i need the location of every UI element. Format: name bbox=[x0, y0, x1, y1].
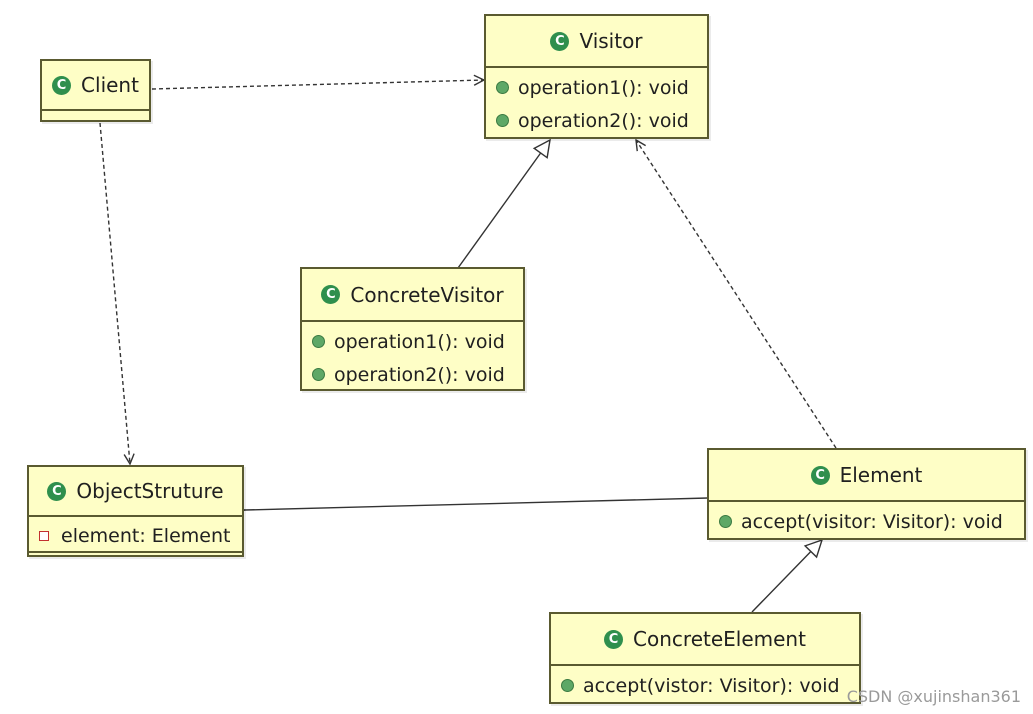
method-row: accept(visitor: Visitor): void bbox=[709, 505, 1024, 538]
visitor-class[interactable]: C Visitor operation1(): void operation2(… bbox=[484, 14, 709, 139]
concretevisitor-visitor-generalization bbox=[457, 138, 551, 269]
method-row: accept(vistor: Visitor): void bbox=[551, 669, 859, 702]
class-icon: C bbox=[810, 465, 830, 485]
class-icon: C bbox=[321, 285, 341, 304]
field-signature: element: Element bbox=[61, 524, 231, 547]
method-row: operation1(): void bbox=[486, 71, 707, 104]
method-signature: operation1(): void bbox=[518, 76, 689, 99]
object-structure-class[interactable]: C ObjectStruture element: Element bbox=[27, 465, 244, 557]
method-row: operation2(): void bbox=[302, 358, 523, 391]
visitor-class-header: C Visitor bbox=[486, 16, 707, 68]
method-row: operation1(): void bbox=[302, 325, 523, 358]
object-structure-methods-compartment bbox=[29, 551, 242, 555]
element-class[interactable]: C Element accept(visitor: Visitor): void bbox=[707, 448, 1026, 540]
public-method-icon bbox=[312, 335, 325, 348]
visitor-class-name: Visitor bbox=[579, 29, 643, 53]
public-method-icon bbox=[312, 368, 325, 381]
concrete-visitor-class-header: C ConcreteVisitor bbox=[302, 269, 523, 322]
field-row: element: Element bbox=[29, 519, 242, 552]
class-icon: C bbox=[550, 31, 570, 51]
class-icon: C bbox=[52, 75, 72, 95]
method-signature: operation2(): void bbox=[518, 109, 689, 132]
client-objectstructure-dependency bbox=[99, 122, 130, 464]
public-method-icon bbox=[719, 515, 732, 528]
visitor-methods: operation1(): void operation2(): void bbox=[486, 68, 707, 137]
public-method-icon bbox=[496, 114, 509, 127]
client-class-name: Client bbox=[81, 73, 139, 97]
public-method-icon bbox=[561, 679, 574, 692]
concrete-element-class[interactable]: C ConcreteElement accept(vistor: Visitor… bbox=[549, 612, 861, 704]
method-row: operation2(): void bbox=[486, 104, 707, 137]
element-visitor-dependency bbox=[636, 140, 837, 449]
client-visitor-dependency bbox=[151, 80, 484, 90]
concreteelement-element-generalization bbox=[751, 538, 824, 613]
method-signature: accept(visitor: Visitor): void bbox=[741, 510, 1003, 533]
private-field-icon bbox=[39, 530, 49, 541]
concrete-visitor-methods: operation1(): void operation2(): void bbox=[302, 322, 523, 391]
watermark: CSDN @xujinshan361 bbox=[846, 687, 1021, 706]
objectstructure-element-aggregation bbox=[245, 497, 709, 510]
object-structure-fields: element: Element bbox=[29, 517, 242, 552]
concrete-visitor-class-name: ConcreteVisitor bbox=[350, 282, 504, 307]
element-class-header: C Element bbox=[709, 450, 1024, 502]
concrete-element-class-name: ConcreteElement bbox=[633, 627, 806, 651]
concrete-visitor-class[interactable]: C ConcreteVisitor operation1(): void ope… bbox=[300, 267, 525, 391]
client-class[interactable]: C Client bbox=[40, 59, 151, 122]
method-signature: operation2(): void bbox=[334, 363, 505, 386]
element-class-name: Element bbox=[839, 463, 923, 487]
element-methods: accept(visitor: Visitor): void bbox=[709, 502, 1024, 538]
class-icon: C bbox=[604, 629, 624, 649]
method-signature: operation1(): void bbox=[334, 330, 505, 353]
client-class-header: C Client bbox=[42, 61, 149, 111]
method-signature: accept(vistor: Visitor): void bbox=[583, 674, 840, 697]
public-method-icon bbox=[496, 81, 509, 94]
concrete-element-class-header: C ConcreteElement bbox=[551, 614, 859, 666]
concrete-element-methods: accept(vistor: Visitor): void bbox=[551, 666, 859, 702]
class-icon: C bbox=[47, 481, 67, 501]
object-structure-class-header: C ObjectStruture bbox=[29, 467, 242, 517]
object-structure-class-name: ObjectStruture bbox=[76, 479, 224, 503]
